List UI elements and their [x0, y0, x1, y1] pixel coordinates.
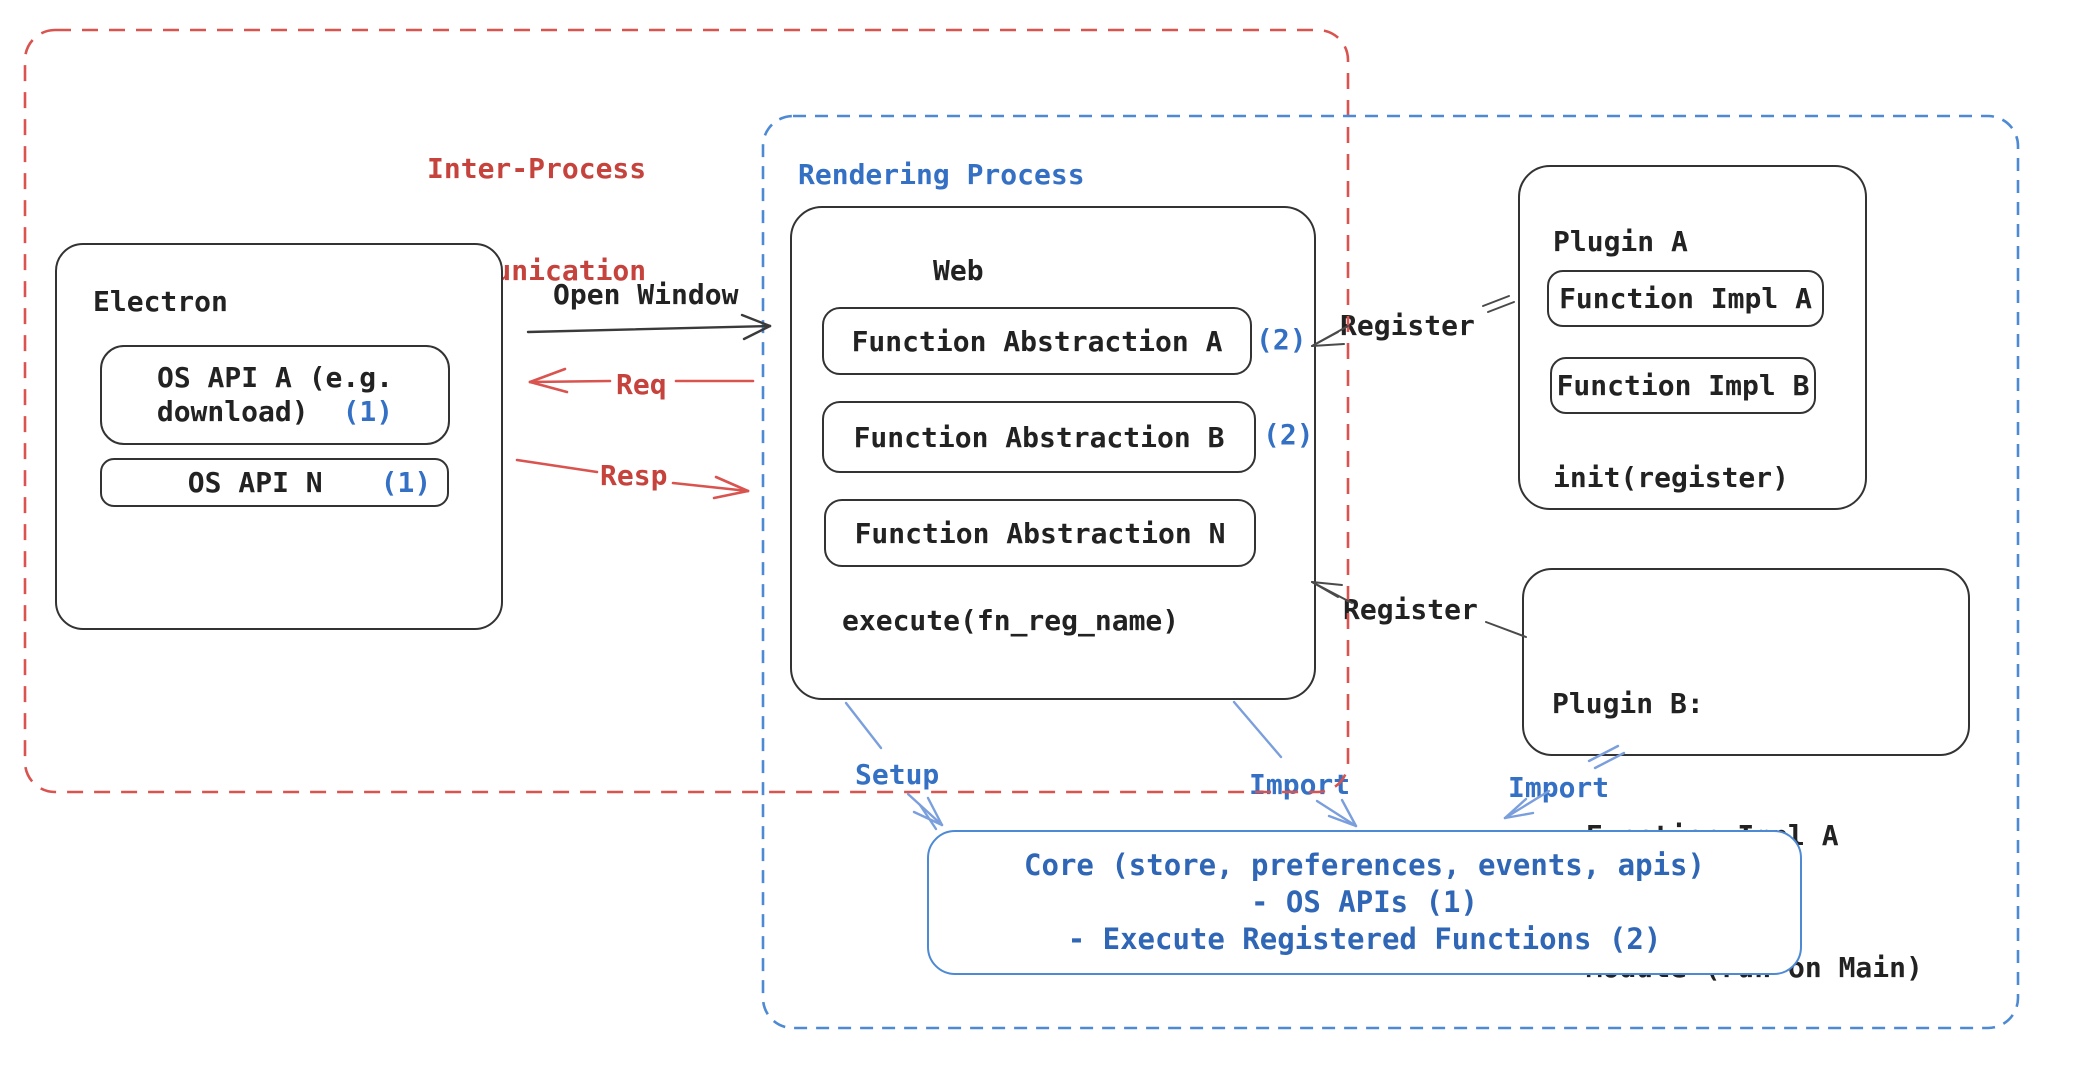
web-title: Web — [933, 254, 984, 287]
function-abstraction-a-badge: (2) — [1256, 323, 1307, 356]
execute-label: execute(fn_reg_name) — [842, 604, 1180, 637]
core-os-apis-line: - OS APIs (1) — [1251, 885, 1478, 919]
web-box: Web Function Abstraction A (2) Function … — [790, 206, 1316, 700]
setup-label: Setup — [855, 758, 940, 791]
plugin-b-box: Plugin B: - Function Impl A - Module (ru… — [1522, 568, 1970, 984]
os-api-a-line1: OS API A (e.g. — [156, 361, 393, 394]
resp-label: Resp — [600, 459, 668, 492]
rendering-group-title: Rendering Process — [798, 158, 1085, 191]
os-api-a-line2: download) — [156, 395, 309, 428]
import-web-label: Import — [1249, 768, 1351, 801]
os-api-n-badge: (1) — [380, 466, 432, 499]
plugin-a-box: Plugin A Function Impl A Function Impl B… — [1518, 165, 1867, 510]
register-top-label: Register — [1340, 309, 1475, 342]
core-title-line: Core (store, preferences, events, apis) — [1024, 848, 1705, 882]
os-api-n-label: OS API N — [187, 466, 323, 499]
register-bottom-label: Register — [1343, 593, 1478, 626]
function-abstraction-b-box: Function Abstraction B — [822, 401, 1256, 473]
os-api-n-box: OS API N (1) — [100, 458, 449, 507]
os-api-a-line2-row: download) (1) — [157, 395, 393, 429]
import-plugin-label: Import — [1508, 771, 1610, 804]
function-impl-a-box: Function Impl A — [1547, 270, 1824, 327]
open-window-label: Open Window — [553, 278, 739, 311]
function-abstraction-b-badge: (2) — [1263, 418, 1314, 451]
function-abstraction-n-box: Function Abstraction N — [824, 499, 1256, 567]
os-api-a-badge: (1) — [342, 395, 394, 428]
function-impl-b-box: Function Impl B — [1550, 357, 1816, 414]
import-web-arrow — [1232, 700, 1358, 828]
electron-box: Electron OS API A (e.g. download) (1) OS … — [55, 243, 503, 630]
function-abstraction-a-box: Function Abstraction A — [822, 307, 1252, 375]
core-box: Core (store, preferences, events, apis) … — [927, 830, 1802, 975]
core-execute-line: - Execute Registered Functions (2) — [1067, 922, 1662, 956]
init-register-label: init(register) — [1553, 461, 1790, 494]
plugin-a-title: Plugin A — [1553, 225, 1688, 258]
req-label: Req — [616, 368, 667, 401]
plugin-b-title: Plugin B: — [1552, 687, 1704, 720]
electron-title: Electron — [93, 285, 228, 318]
ipc-title-line1: Inter-Process — [427, 152, 647, 185]
os-api-a-box: OS API A (e.g. download) (1) — [100, 345, 450, 445]
